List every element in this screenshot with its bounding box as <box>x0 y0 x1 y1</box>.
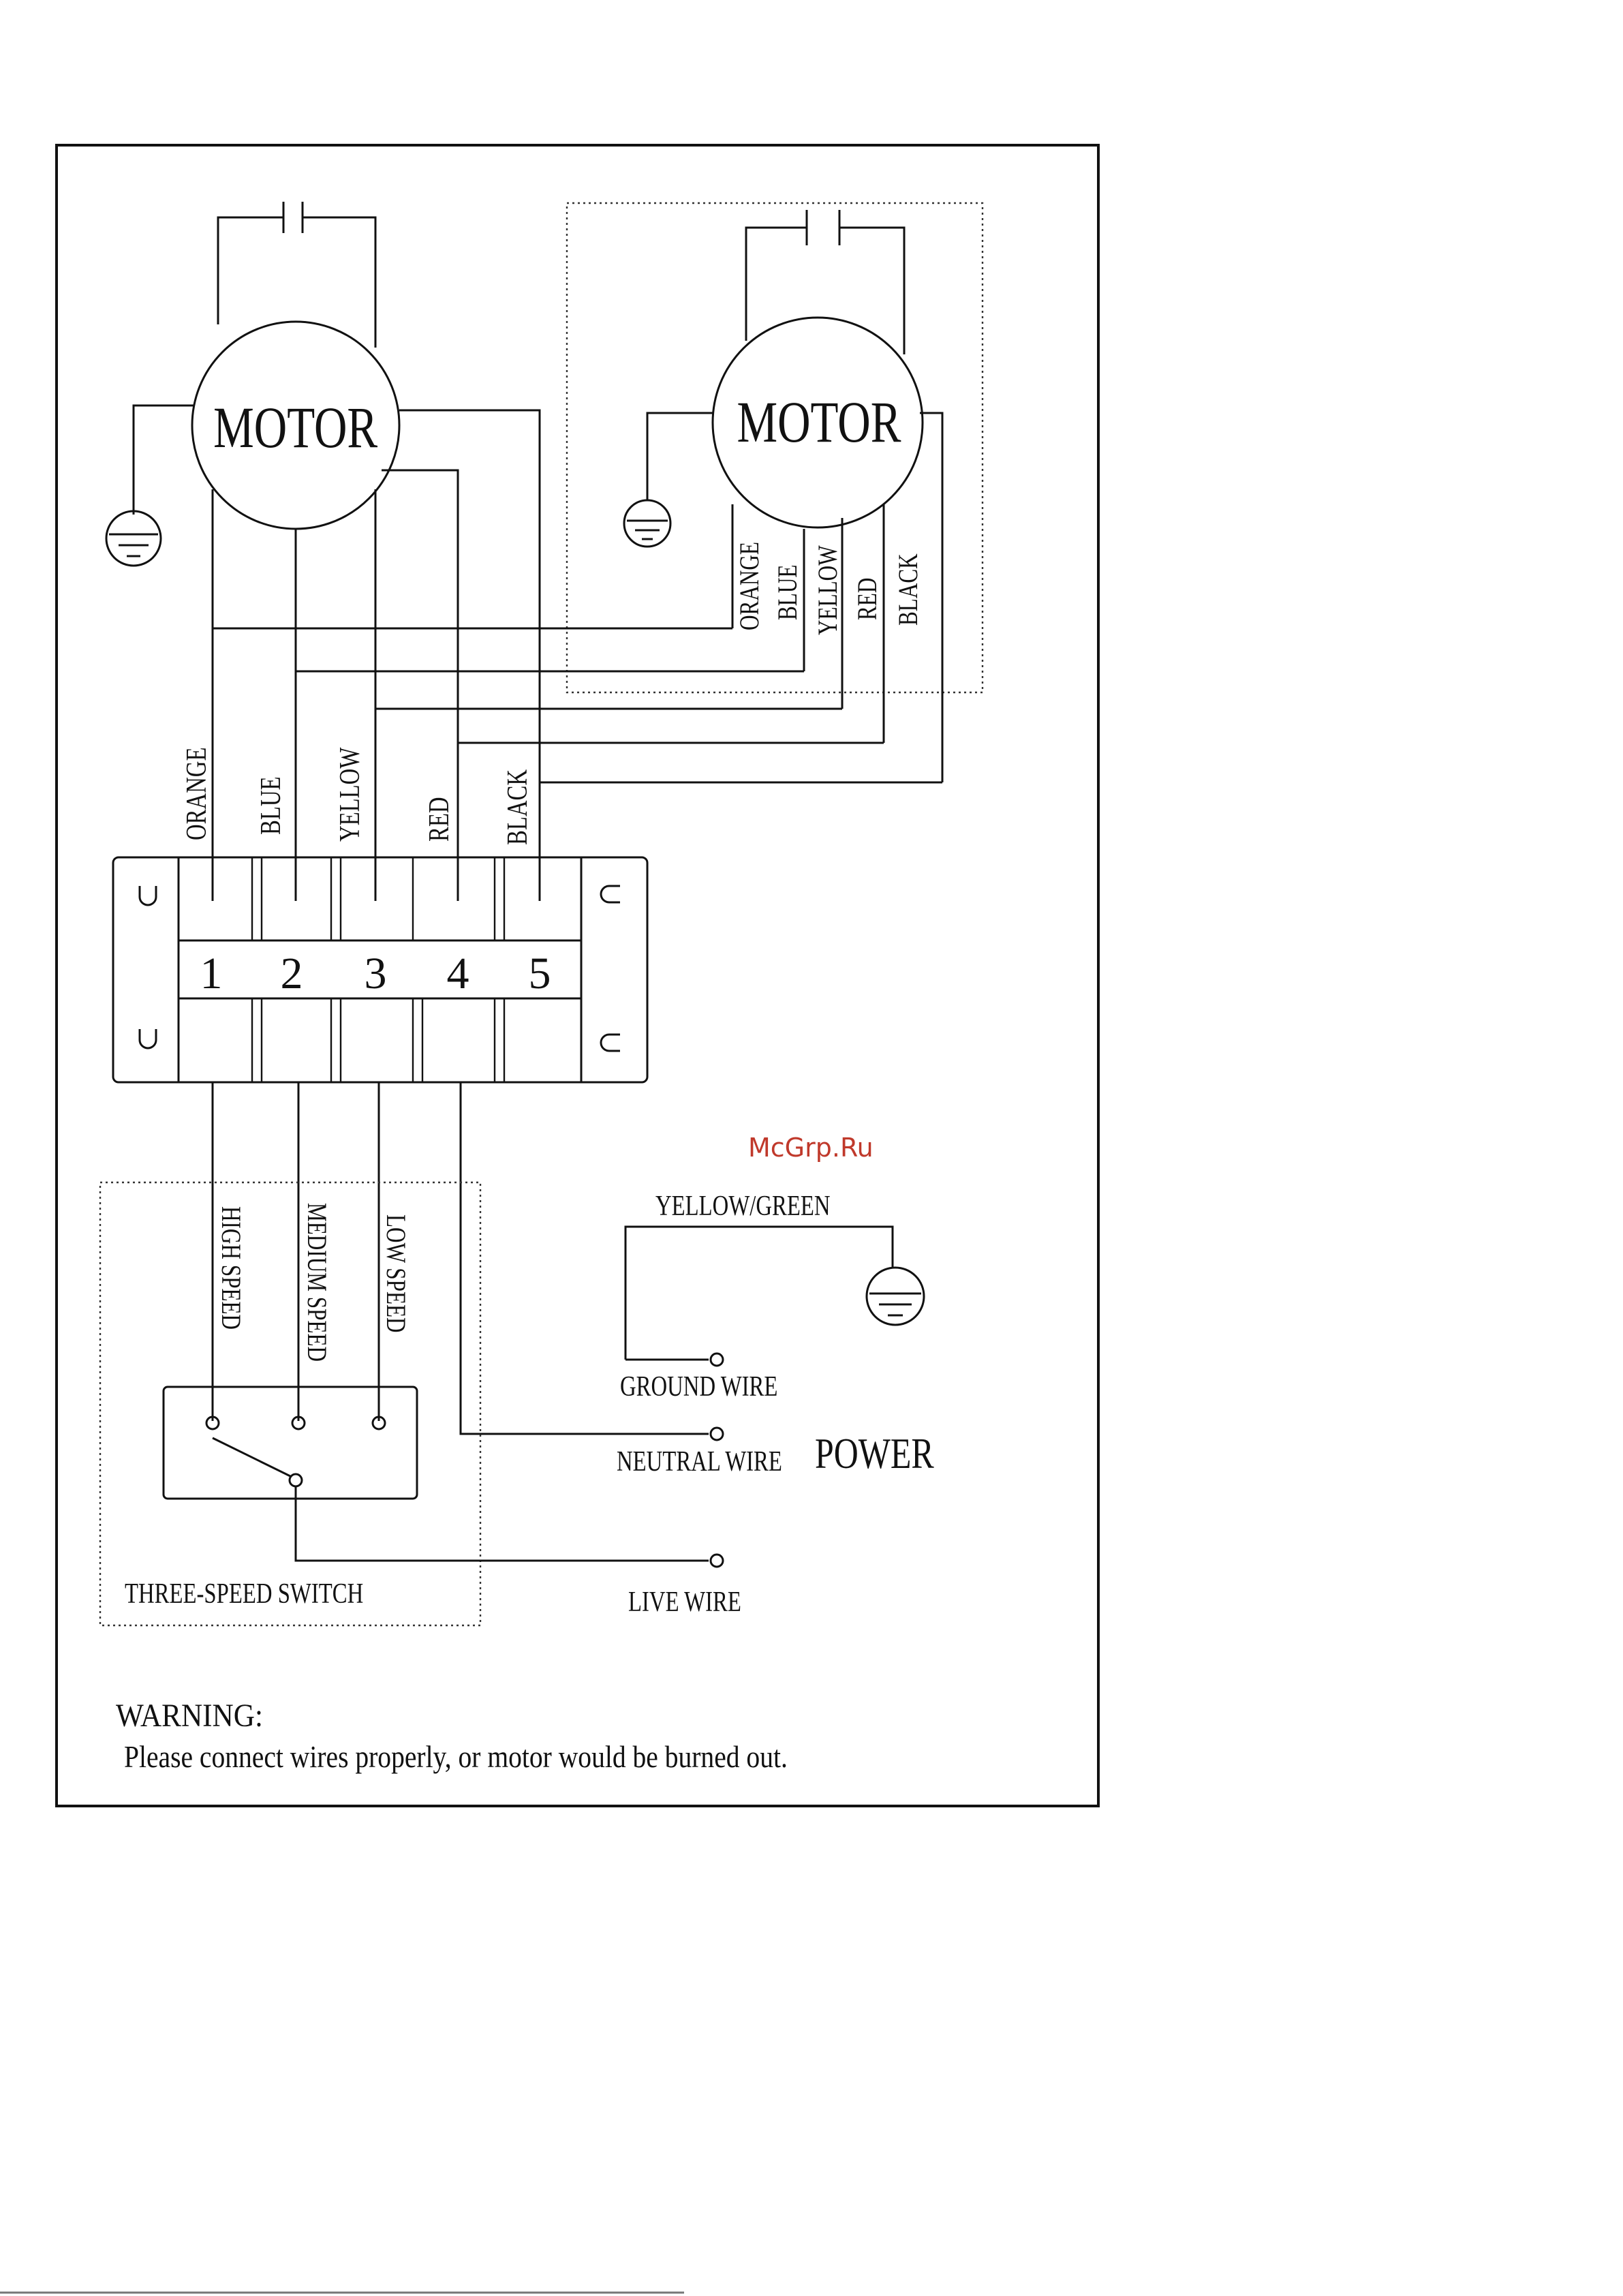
speed-label-medium: MEDIUM SPEED <box>302 1203 333 1362</box>
motor-2-label-black: BLACK <box>893 553 923 626</box>
speed-label-low: LOW SPEED <box>381 1214 412 1333</box>
interconnect-wires <box>213 628 942 782</box>
motor-2-label-orange: ORANGE <box>734 542 764 630</box>
neutral-terminal <box>711 1428 723 1440</box>
connector-hook-icon <box>140 886 156 905</box>
switch-common <box>290 1474 302 1486</box>
wire-label-blue: BLUE <box>255 776 287 835</box>
wire-label-yellow: YELLOW <box>334 747 366 842</box>
power-section: YELLOW/GREEN GROUND WIRE NEUTRAL WIRE PO… <box>617 1190 934 1618</box>
terminal-number-3: 3 <box>365 949 387 998</box>
speed-labels: HIGH SPEED MEDIUM SPEED LOW SPEED <box>216 1203 412 1362</box>
ground-terminal <box>711 1353 723 1366</box>
terminal-block: 1 2 3 4 5 <box>113 857 647 1082</box>
connector-hook-icon <box>601 1035 620 1051</box>
ground-wire-label: GROUND WIRE <box>620 1371 777 1403</box>
motor-2-wire-labels: ORANGE BLUE YELLOW RED BLACK <box>734 542 923 635</box>
switch-box <box>100 1182 480 1625</box>
live-terminal <box>711 1555 723 1567</box>
capacitor-icon <box>746 210 904 354</box>
motor-2-label-blue: BLUE <box>772 565 803 620</box>
neutral-wire-label: NEUTRAL WIRE <box>617 1445 782 1478</box>
switch-lever <box>213 1438 290 1476</box>
motor-2: MOTOR <box>624 210 942 782</box>
live-wire-label: LIVE WIRE <box>628 1586 741 1618</box>
capacitor-icon <box>218 202 375 348</box>
warning-text: Please connect wires properly, or motor … <box>124 1740 788 1774</box>
earth-wire-label: YELLOW/GREEN <box>655 1190 831 1222</box>
terminal-number-4: 4 <box>447 949 469 998</box>
terminal-number-5: 5 <box>529 949 551 998</box>
wire-label-orange: ORANGE <box>181 748 213 840</box>
wire-label-red: RED <box>423 797 455 842</box>
ground-icon <box>106 511 161 566</box>
terminal-number-2: 2 <box>281 949 303 998</box>
warning-note: WARNING: Please connect wires properly, … <box>116 1697 788 1775</box>
watermark: McGrp.Ru <box>748 1133 874 1163</box>
connector-hook-icon <box>601 886 620 902</box>
motor-2-label-yellow: YELLOW <box>812 545 843 635</box>
power-label: POWER <box>815 1430 934 1478</box>
terminal-wire-labels: ORANGE BLUE YELLOW RED BLACK <box>181 747 534 845</box>
ground-icon <box>624 500 670 547</box>
motor-2-label: MOTOR <box>737 389 901 455</box>
terminal-number-1: 1 <box>200 949 223 998</box>
wire-label-black: BLACK <box>501 769 534 845</box>
connector-hook-icon <box>140 1029 156 1048</box>
motor-1-label: MOTOR <box>213 395 377 460</box>
warning-title: WARNING: <box>116 1697 263 1734</box>
switch-label: THREE-SPEED SWITCH <box>125 1578 363 1610</box>
motor-1: MOTOR <box>106 202 540 901</box>
motor-2-label-red: RED <box>852 578 882 620</box>
ground-icon <box>867 1268 924 1325</box>
speed-label-high: HIGH SPEED <box>216 1206 247 1330</box>
